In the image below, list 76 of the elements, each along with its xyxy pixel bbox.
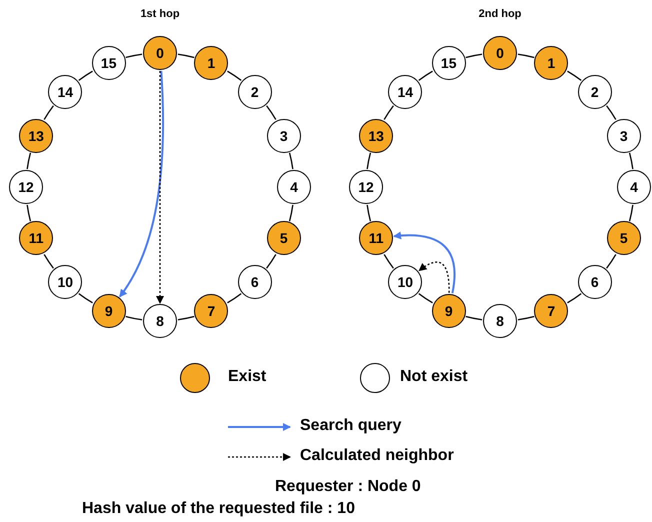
ring-line [126, 316, 142, 320]
node-circle: 0 [483, 36, 517, 70]
node-circle: 15 [432, 46, 466, 80]
ring-line [628, 204, 634, 222]
ring-line [567, 70, 582, 81]
note-text: Requester : Node 0 [275, 478, 421, 496]
ring-line [518, 316, 534, 320]
node-circle: 11 [19, 221, 54, 256]
node-circle: 10 [48, 264, 82, 299]
node-circle: 4 [277, 170, 311, 204]
arrow [156, 71, 164, 304]
ring-line [26, 204, 32, 222]
legend-label: Calculated neighbor [300, 447, 454, 465]
ring-heading: 2nd hop [478, 8, 522, 20]
ring-line [266, 105, 276, 120]
node-circle: 12 [349, 170, 383, 204]
node-circle: 3 [606, 118, 641, 153]
node-circle: 2 [578, 75, 612, 110]
node-circle: 4 [617, 170, 651, 204]
ring-line [518, 54, 534, 58]
ring-line [178, 54, 194, 58]
ring-line [606, 105, 616, 120]
ring-line [466, 316, 482, 320]
legend-label: Exist [228, 368, 266, 386]
node-circle: 5 [266, 221, 301, 256]
ring-line [126, 54, 142, 58]
ring-line [366, 152, 372, 170]
legend-label: Not exist [400, 368, 468, 386]
node-circle: 3 [266, 118, 301, 153]
arrow [418, 261, 450, 293]
ring-line [384, 254, 394, 269]
node-circle: 0 [143, 36, 177, 70]
ring-line [606, 254, 616, 269]
ring-line [44, 254, 54, 269]
arrow [119, 70, 164, 298]
node-circle: 13 [359, 118, 394, 153]
ring-line [567, 293, 582, 304]
node-circle: 8 [143, 304, 177, 338]
ring-line [78, 70, 93, 81]
node-circle: 10 [388, 264, 422, 299]
node-circle: 1 [534, 46, 568, 80]
ring-line [78, 293, 93, 304]
node-circle: 6 [578, 264, 612, 299]
ring-line [384, 105, 394, 120]
ring-line [178, 316, 194, 320]
node-circle: 13 [19, 118, 54, 153]
note-text: Hash value of the requested file : 10 [82, 500, 355, 518]
node-circle: 14 [388, 75, 422, 110]
ring-line [44, 105, 54, 120]
node-circle: 7 [194, 294, 228, 328]
arrow [393, 232, 456, 294]
ring-line [418, 70, 433, 81]
ring-line [227, 293, 242, 304]
node-circle: 8 [483, 304, 517, 338]
ring-line [288, 152, 294, 170]
node-circle: 5 [606, 221, 641, 256]
ring-line [227, 70, 242, 81]
ring-line [266, 254, 276, 269]
ring-line [418, 293, 433, 304]
ring-line [628, 152, 634, 170]
node-circle: 9 [92, 294, 126, 328]
node-circle: 9 [432, 294, 466, 328]
node-circle: 12 [9, 170, 43, 204]
ring-line [26, 152, 32, 170]
node-circle: 15 [92, 46, 126, 80]
node-circle: 11 [359, 221, 394, 256]
ring-line [288, 204, 294, 222]
legend-label: Search query [300, 417, 402, 435]
node-circle: 2 [238, 75, 272, 110]
node-circle: 6 [238, 264, 272, 299]
node-circle: 1 [194, 46, 228, 80]
ring-heading: 1st hop [140, 8, 180, 20]
ring-line [466, 54, 482, 58]
node-circle: 14 [48, 75, 82, 110]
ring-line [366, 204, 372, 222]
node-circle: 7 [534, 294, 568, 328]
